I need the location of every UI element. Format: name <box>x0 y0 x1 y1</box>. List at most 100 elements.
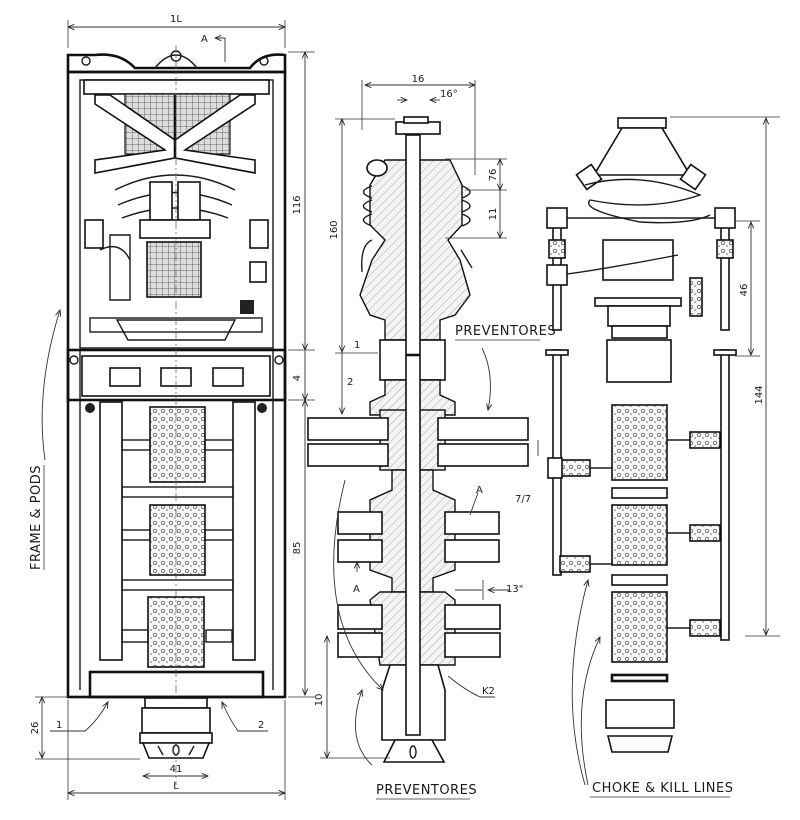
hose-loops <box>114 174 236 219</box>
manifold-block <box>139 219 211 239</box>
ram-dimension: 7/7 <box>515 494 531 505</box>
leader-arrow <box>222 702 268 732</box>
control-pod-grid <box>146 241 202 298</box>
bore <box>405 134 421 736</box>
callout-1: 1 <box>56 720 62 731</box>
ram-bop-1-right-lower <box>437 443 529 467</box>
ram-block-1 <box>611 404 668 481</box>
preventer-section-view: 16 16° 160 1 2 76 11 PREVENTORES 7/7 A A… <box>307 74 556 800</box>
ram-bop-2-left-upper <box>337 511 383 535</box>
ram-bop-2-right-lower <box>444 539 500 563</box>
flex-loop-hoses <box>584 178 711 224</box>
stack-height-dimension: 144 <box>754 385 765 404</box>
choke-kill-lines <box>545 207 737 641</box>
stand-base <box>141 742 211 759</box>
stand-slots <box>157 745 195 756</box>
line-valve <box>559 555 591 573</box>
section-height-dimension: 160 <box>329 220 340 239</box>
dimension-1: 1 <box>354 340 360 351</box>
annular-body <box>602 239 674 281</box>
mid-band-window <box>109 367 141 387</box>
stand-height-dimension: 26 <box>30 722 41 735</box>
pod-connector <box>204 529 234 541</box>
pod-upper <box>149 406 206 483</box>
line-valve <box>689 431 721 449</box>
pod-shelf <box>121 486 234 498</box>
side-valve <box>366 159 388 177</box>
leader-arrow <box>333 479 383 690</box>
lifting-arch <box>154 54 198 69</box>
pod-connector <box>121 629 149 643</box>
ram-bop-3-right-upper <box>444 604 501 630</box>
leader-arrow <box>41 310 60 461</box>
line-valve <box>689 524 721 542</box>
pod-middle <box>149 504 206 576</box>
spacer-spool <box>611 574 668 586</box>
section-arrow <box>215 38 226 62</box>
top-cap <box>403 116 429 124</box>
side-valve <box>84 219 104 249</box>
mount-point <box>257 403 267 413</box>
stand-width-dimension: 41 <box>170 764 183 775</box>
stack-spool <box>607 305 671 327</box>
stand-collar <box>139 732 213 744</box>
wellhead-connector <box>382 739 446 763</box>
leader-arrow <box>481 347 490 410</box>
ram-bop-3-left-upper <box>337 604 383 630</box>
pod-connector <box>121 529 151 541</box>
frame-column-left <box>99 401 123 661</box>
line-fitting <box>547 457 563 479</box>
side-valve-assembly <box>99 234 131 301</box>
frame-and-pods-label: FRAME & PODS <box>29 465 44 570</box>
mid-band-window <box>212 367 244 387</box>
side-valve <box>249 261 267 283</box>
section-width-dimension: 16 <box>412 74 425 85</box>
offset-dimension: 13" <box>506 584 523 595</box>
frame-and-pods-view: 1L A 116 4 85 26 41 L 1 2 FRAME & PODS <box>29 14 315 800</box>
line-valve <box>548 239 566 259</box>
stack-plate <box>594 297 682 307</box>
preventers-label-top: PREVENTORES <box>455 324 556 339</box>
stand-port <box>172 744 180 756</box>
part-leader <box>447 675 495 698</box>
ram-bop-3-left-lower <box>337 632 383 658</box>
frame-base-beam <box>88 670 265 699</box>
choke-line-lower <box>720 349 730 641</box>
coil-upper-dimension: 76 <box>488 169 499 182</box>
leader-arrow <box>354 690 373 766</box>
line-fitting <box>714 207 736 229</box>
preventers-label-bottom: PREVENTORES <box>376 783 477 798</box>
stack-connector <box>606 735 674 753</box>
stack-top-flange <box>617 117 667 129</box>
junction-box <box>240 300 254 314</box>
pod-receptacle <box>115 319 237 341</box>
width-dimension: 1L <box>170 14 182 25</box>
ram-bop-1-left-upper <box>307 417 389 441</box>
leader-arrow <box>580 637 600 786</box>
pod-shelf <box>121 579 234 591</box>
frame-column-right <box>232 401 256 661</box>
top-crossbeam <box>83 79 270 95</box>
side-hoses <box>361 239 473 273</box>
line-valve <box>689 619 721 637</box>
connector-port <box>409 745 417 759</box>
stand-body <box>141 707 211 734</box>
coil-lower-dimension: 11 <box>488 208 499 221</box>
upper-height-dimension: 116 <box>292 195 303 214</box>
detail-marker-a: A <box>476 485 483 496</box>
leader-arrow <box>571 580 588 786</box>
leader-arrow <box>50 702 108 732</box>
head-valve <box>679 163 707 191</box>
frame-pin <box>274 355 284 365</box>
pod-connector <box>205 629 233 643</box>
accumulator <box>149 181 173 221</box>
side-valve <box>249 219 269 249</box>
choke-line-upper <box>720 217 730 331</box>
side-valve <box>689 277 703 317</box>
ram-bop-2-left-lower <box>337 539 383 563</box>
spacer-spool <box>611 487 668 499</box>
line-flange <box>545 349 569 356</box>
dimension-2: 2 <box>347 377 353 388</box>
line-valve <box>559 459 591 477</box>
